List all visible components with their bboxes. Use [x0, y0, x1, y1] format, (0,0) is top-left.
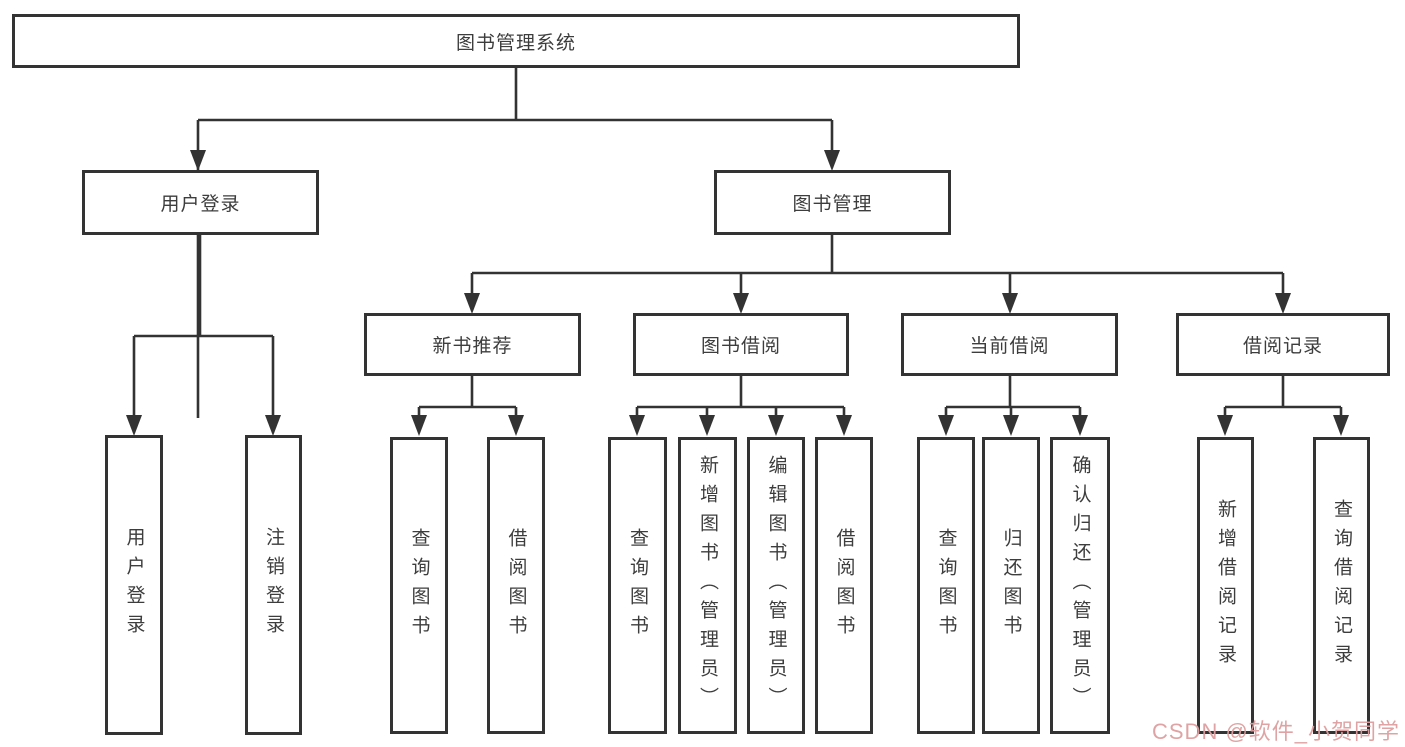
leaf-bb-query-book: 查询图书	[608, 437, 667, 734]
leaf-br-add-record: 新增借阅记录	[1197, 437, 1254, 734]
node-new-book-recommend: 新书推荐	[364, 313, 581, 376]
leaf-bb-add-book: 新增图书（管理员）	[678, 437, 737, 734]
node-book-borrow-label: 图书借阅	[700, 336, 781, 357]
leaf-nb-borrow-book-label: 借阅图书	[505, 527, 527, 644]
node-root: 图书管理系统	[12, 14, 1020, 68]
leaf-bb-query-book-label: 查询图书	[627, 527, 648, 644]
leaf-bb-add-book-label: 新增图书（管理员）	[697, 455, 718, 716]
leaf-nb-borrow-book: 借阅图书	[487, 437, 545, 734]
node-user-login: 用户登录	[82, 170, 319, 235]
node-borrow-records-label: 借阅记录	[1242, 336, 1323, 357]
leaf-br-query-record: 查询借阅记录	[1313, 437, 1370, 734]
leaf-cb-query-book: 查询图书	[917, 437, 975, 734]
leaf-logout-label: 注销登录	[263, 527, 284, 643]
leaf-nb-query-book-label: 查询图书	[408, 527, 430, 644]
node-new-book-recommend-label: 新书推荐	[432, 336, 513, 357]
leaf-cb-confirm-return: 确认归还（管理员）	[1050, 437, 1110, 734]
leaf-bb-edit-book: 编辑图书（管理员）	[747, 437, 805, 734]
leaf-bb-borrow-book-label: 借阅图书	[833, 527, 855, 644]
leaf-user-login: 用户登录	[105, 435, 163, 735]
node-book-management-label: 图书管理	[792, 194, 873, 215]
leaf-user-login-label: 用户登录	[123, 527, 145, 643]
leaf-cb-query-book-label: 查询图书	[935, 527, 957, 644]
node-current-borrow-label: 当前借阅	[969, 336, 1050, 357]
node-root-label: 图书管理系统	[455, 32, 576, 54]
node-current-borrow: 当前借阅	[901, 313, 1118, 376]
leaf-nb-query-book: 查询图书	[390, 437, 448, 734]
leaf-cb-return-book-label: 归还图书	[1000, 527, 1022, 644]
node-book-management: 图书管理	[714, 170, 951, 235]
node-user-login-label: 用户登录	[160, 194, 241, 215]
node-book-borrow: 图书借阅	[633, 313, 849, 376]
leaf-cb-confirm-return-label: 确认归还（管理员）	[1069, 455, 1091, 716]
leaf-br-add-record-label: 新增借阅记录	[1215, 498, 1236, 673]
leaf-bb-borrow-book: 借阅图书	[815, 437, 873, 734]
node-borrow-records: 借阅记录	[1176, 313, 1390, 376]
leaf-br-query-record-label: 查询借阅记录	[1331, 498, 1352, 673]
csdn-watermark: CSDN @软件_小贺同学	[1152, 719, 1401, 744]
leaf-cb-return-book: 归还图书	[982, 437, 1040, 734]
leaf-bb-edit-book-label: 编辑图书（管理员）	[765, 455, 787, 716]
leaf-logout: 注销登录	[245, 435, 302, 735]
